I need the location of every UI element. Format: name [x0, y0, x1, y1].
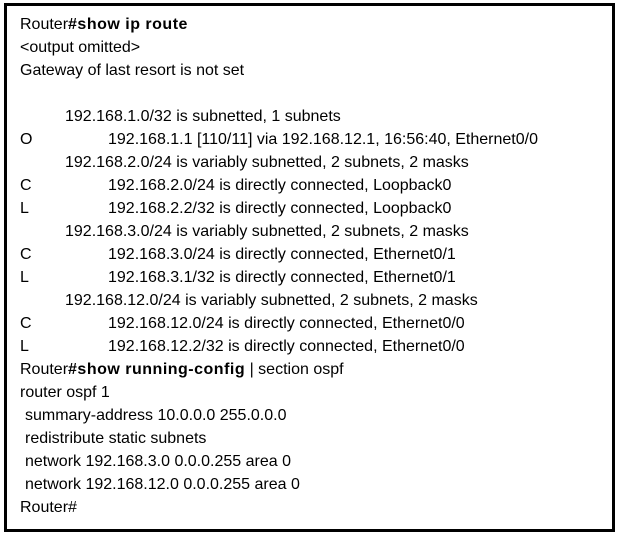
cli-config-line: network 192.168.3.0 0.0.0.255 area 0: [25, 453, 291, 470]
cli-prompt-text: Router: [20, 361, 69, 378]
route-entry-text: 192.168.2.0/24 is directly connected, Lo…: [108, 177, 452, 194]
cli-terminal-box: Router#show ip route<output omitted>Gate…: [4, 3, 615, 532]
cli-command-line: Router#show running-config | section osp…: [7, 358, 612, 381]
cli-route-entry-line: L 192.168.12.2/32 is directly connected, …: [7, 335, 612, 358]
route-entry-text: 192.168.1.1 [110/11] via 192.168.12.1, 1…: [108, 131, 538, 148]
route-entry-text: 192.168.3.1/32 is directly connected, Et…: [108, 269, 456, 286]
cli-command-line: Router#show ip route: [7, 13, 612, 36]
cli-subnet-header-line: 192.168.3.0/24 is variably subnetted, 2 …: [65, 223, 469, 240]
cli-output-line: <output omitted>: [20, 39, 141, 56]
cli-blank-line: [7, 82, 612, 105]
cli-output-line: Router#: [20, 499, 77, 516]
cli-route-entry-line: L 192.168.2.2/32 is directly connected, L…: [7, 197, 612, 220]
route-entry-text: 192.168.12.2/32 is directly connected, E…: [108, 338, 465, 355]
cli-output-line: router ospf 1: [20, 384, 110, 401]
cli-route-entry-line: L 192.168.3.1/32 is directly connected, E…: [7, 266, 612, 289]
route-code-label: L: [20, 338, 29, 355]
route-entry-text: 192.168.2.2/32 is directly connected, Lo…: [108, 200, 452, 217]
route-entry-text: 192.168.12.0/24 is directly connected, E…: [108, 315, 465, 332]
cli-config-line: summary-address 10.0.0.0 255.0.0.0: [25, 407, 287, 424]
route-code-label: L: [20, 269, 29, 286]
cli-subnet-header-line: 192.168.2.0/24 is variably subnetted, 2 …: [65, 154, 469, 171]
cli-command-text: #show running-config: [68, 361, 246, 378]
cli-prompt-text: | section ospf: [245, 361, 344, 378]
cli-route-entry-line: O 192.168.1.1 [110/11] via 192.168.12.1, …: [7, 128, 612, 151]
route-code-label: L: [20, 200, 29, 217]
route-code-label: C: [20, 246, 32, 263]
cli-route-entry-line: C 192.168.3.0/24 is directly connected, E…: [7, 243, 612, 266]
cli-prompt-text: Router: [20, 16, 69, 33]
cli-config-line: network 192.168.12.0 0.0.0.255 area 0: [25, 476, 300, 493]
route-code-label: C: [20, 177, 32, 194]
cli-subnet-header-line: 192.168.12.0/24 is variably subnetted, 2…: [65, 292, 478, 309]
cli-output-line: Gateway of last resort is not set: [20, 62, 245, 79]
cli-route-entry-line: C 192.168.12.0/24 is directly connected, …: [7, 312, 612, 335]
route-code-label: C: [20, 315, 32, 332]
route-entry-text: 192.168.3.0/24 is directly connected, Et…: [108, 246, 456, 263]
cli-subnet-header-line: 192.168.1.0/32 is subnetted, 1 subnets: [65, 108, 341, 125]
cli-command-text: #show ip route: [68, 16, 188, 33]
cli-config-line: redistribute static subnets: [25, 430, 207, 447]
route-code-label: O: [20, 131, 33, 148]
cli-route-entry-line: C 192.168.2.0/24 is directly connected, L…: [7, 174, 612, 197]
